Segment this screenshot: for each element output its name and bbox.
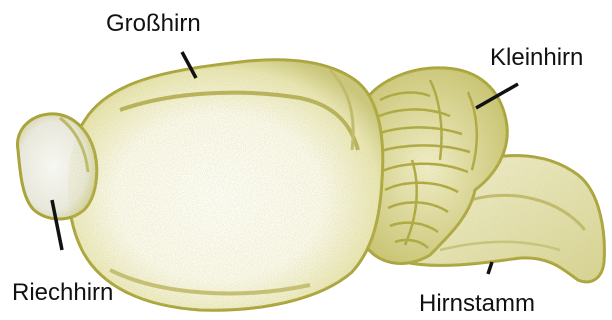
- leader-line-hirnstamm: [488, 262, 492, 274]
- texture-overlay: [68, 60, 604, 310]
- label-riechhirn: Riechhirn: [12, 281, 113, 305]
- label-grosshirn: Großhirn: [106, 12, 201, 36]
- label-hirnstamm: Hirnstamm: [419, 292, 535, 316]
- label-kleinhirn: Kleinhirn: [490, 46, 583, 70]
